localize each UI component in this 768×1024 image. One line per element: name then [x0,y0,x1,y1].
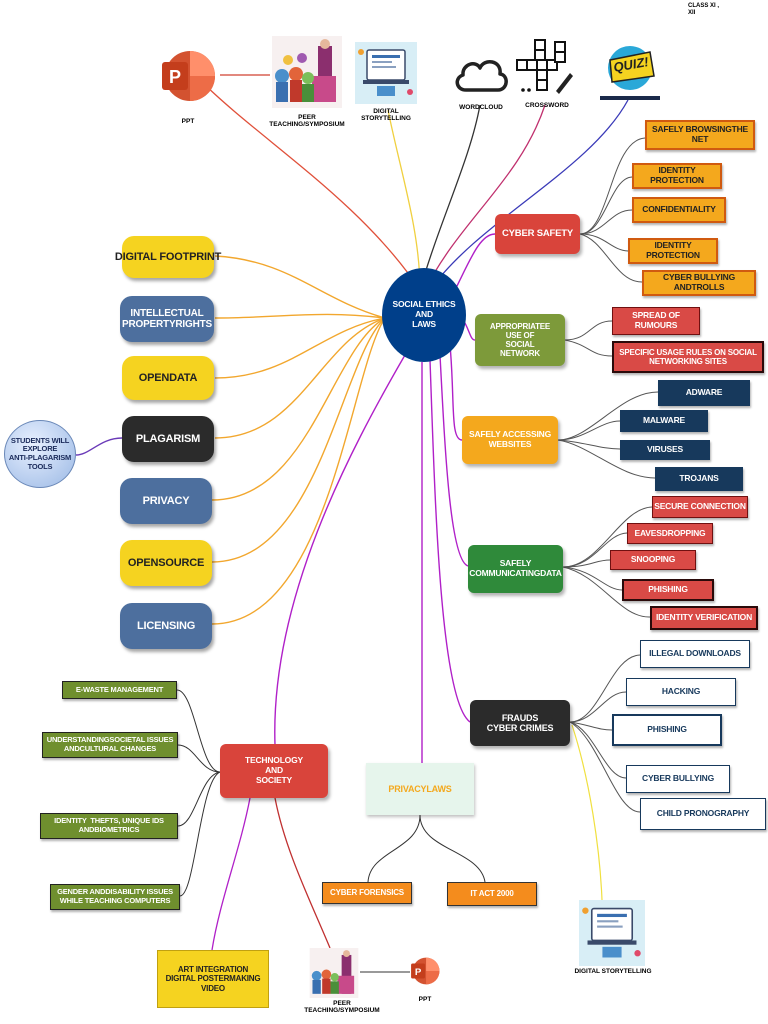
powerpoint-icon: P [160,48,216,104]
adware-item: ADWARE [658,380,750,406]
opensource-node: OPENSOURCE [120,540,212,586]
snooping-item: SNOOPING [610,550,696,570]
e-waste-item: E-WASTE MANAGEMENT [62,681,177,699]
spread-of-rumours-item: SPREAD OF RUMOURS [612,307,700,335]
opendata-node: OPENDATA [122,356,214,400]
cyber-safety-node: CYBER SAFETY [495,214,580,254]
powerpoint-icon-bottom: P [410,956,440,986]
identity-thefts-item: IDENTITY THEFTS, UNIQUE IDS ANDBIOMETRIC… [40,813,178,839]
digital-footprint-node: DIGITAL FOOTPRINT [115,236,221,278]
identity-protection-item-2: IDENTITY PROTECTION [628,238,718,264]
quiz-icon: QUIZ! [600,42,660,102]
intellectual-property-node: INTELLECTUAL PROPERTYRIGHTS [120,296,214,342]
privacy-node: PRIVACY [120,478,212,524]
crossword-caption: CROSSWORD [525,102,569,109]
identity-protection-item: IDENTITY PROTECTION [632,163,722,189]
digital-storytelling-caption-bottom: DIGITAL STORYTELLING [574,968,652,975]
peer-teaching-illustration [272,36,342,108]
phishing-fraud-item: PHISHING [612,714,722,746]
phishing-data-item: PHISHING [622,579,714,601]
wordcloud-caption: WORDCLOUD [459,104,503,111]
illegal-downloads-item: ILLEGAL DOWNLOADS [640,640,750,668]
peer-teaching-illustration-bottom [308,948,360,998]
confidentiality-item: CONFIDENTIALITY [632,197,726,223]
svg-text:P: P [169,67,181,87]
societal-issues-item: UNDERSTANDINGSOCIETAL ISSUES ANDCULTURAL… [42,732,178,758]
licensing-node: LICENSING [120,603,212,649]
trojans-item: TROJANS [655,467,743,491]
child-pronography-item: CHILD PRONOGRAPHY [640,798,766,830]
plagarism-node: PLAGARISM [122,416,214,462]
identity-verification-item: IDENTITY VERIFICATION [650,606,758,630]
safely-browsing-item: SAFELY BROWSINGTHE NET [645,120,755,150]
safely-accessing-websites-node: SAFELY ACCESSING WEBSITES [462,416,558,464]
digital-storytelling-icon-bottom [576,900,648,966]
central-topic-node: SOCIAL ETHICS AND LAWS [382,268,466,362]
cyber-bullying-trolls-item: CYBER BULLYING ANDTROLLS [642,270,756,296]
cyber-forensics-item: CYBER FORENSICS [322,882,412,904]
cloud-icon [452,52,510,96]
digital-storytelling-caption: DIGITAL STORYTELLING [361,108,411,123]
students-explore-note: STUDENTS WILL EXPLORE ANTI-PLAGARISM TOO… [4,420,76,488]
technology-society-node: TECHNOLOGY AND SOCIETY [220,744,328,798]
specific-usage-rules-item: SPECIFIC USAGE RULES ON SOCIAL NETWORKIN… [612,341,764,373]
peer-teaching-caption-bottom: PEER TEACHING/SYMPOSIUM [304,1000,380,1015]
art-integration-node: ART INTEGRATION DIGITAL POSTERMAKING VID… [157,950,269,1008]
privacy-laws-node: PRIVACYLAWS [366,763,474,815]
safely-communicating-data-node: SAFELY COMMUNICATINGDATA [468,545,563,593]
ppt-caption: PPT [181,118,195,125]
crossword-icon [515,38,575,98]
eavesdropping-item: EAVESDROPPING [627,523,713,544]
hacking-item: HACKING [626,678,736,706]
class-label: CLASS XI , XII [688,3,720,16]
malware-item: MALWARE [620,410,708,432]
peer-teaching-caption: PEER TEACHING/SYMPOSIUM [269,114,345,129]
social-network-node: APPROPRIATEE USE OF SOCIAL NETWORK [475,314,565,366]
gender-disability-item: GENDER ANDDISABILITY ISSUES WHILE TEACHI… [50,884,180,910]
cyber-bullying-item: CYBER BULLYING [626,765,730,793]
digital-storytelling-icon [355,42,417,104]
frauds-cyber-crimes-node: FRAUDS CYBER CRIMES [470,700,570,746]
it-act-item: IT ACT 2000 [447,882,537,906]
viruses-item: VIRUSES [620,440,710,460]
secure-connection-item: SECURE CONNECTION [652,496,748,518]
ppt-caption-bottom: PPT [418,996,432,1003]
svg-text:P: P [415,967,422,978]
